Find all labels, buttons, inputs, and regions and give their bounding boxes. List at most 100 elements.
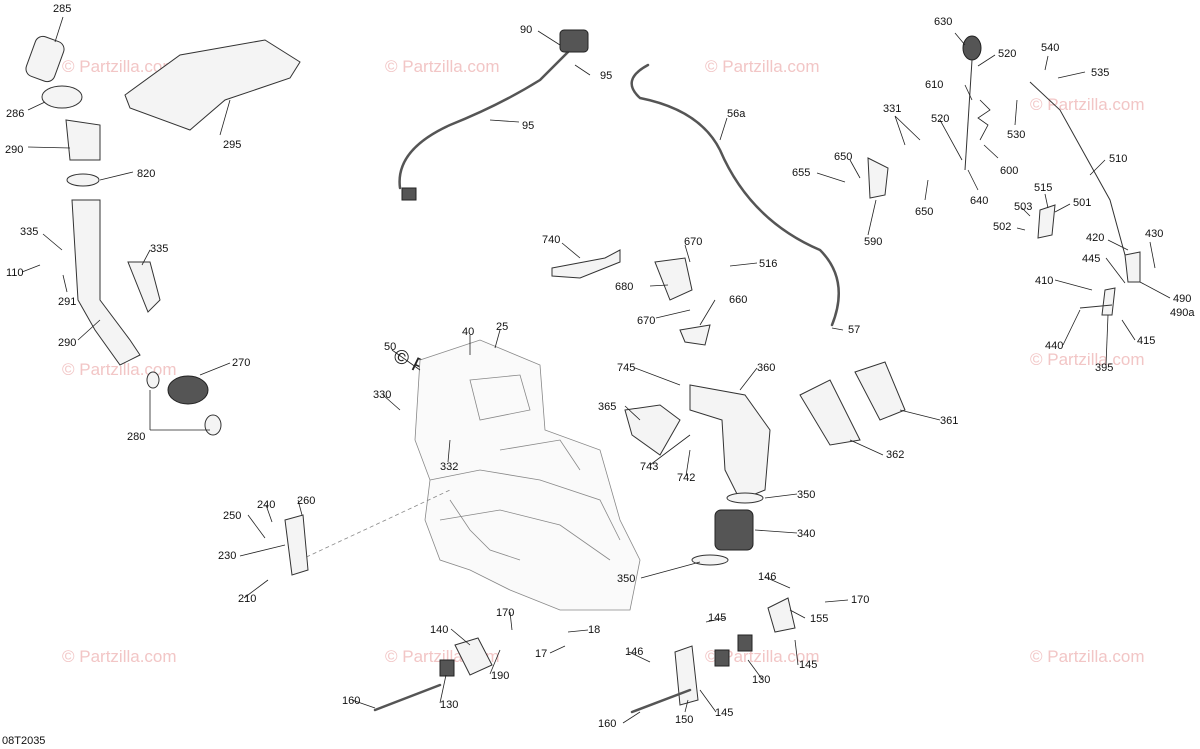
part-420 bbox=[1124, 251, 1141, 283]
callout: 330 bbox=[373, 389, 391, 401]
callout: 57 bbox=[848, 324, 860, 336]
bracket-155 bbox=[767, 597, 796, 633]
callout: 501 bbox=[1073, 197, 1091, 209]
callout: 56a bbox=[727, 108, 746, 120]
bolt-160a bbox=[373, 683, 442, 712]
duct-291 bbox=[127, 261, 161, 313]
callout: 130 bbox=[440, 699, 458, 711]
callout: 640 bbox=[970, 195, 988, 207]
callout: 490a bbox=[1170, 307, 1195, 319]
callout: 95 bbox=[600, 70, 612, 82]
callout: 650 bbox=[834, 151, 852, 163]
callout: 155 bbox=[810, 613, 828, 625]
shield-362 bbox=[799, 379, 861, 446]
callout: 445 bbox=[1082, 253, 1100, 265]
callout: 240 bbox=[257, 499, 275, 511]
callout: 140 bbox=[430, 624, 448, 636]
callout: 415 bbox=[1137, 335, 1155, 347]
callout: 160 bbox=[342, 695, 360, 707]
callout: 250 bbox=[223, 510, 241, 522]
leader-lines bbox=[21, 16, 1171, 724]
bracket-740 bbox=[551, 249, 621, 279]
actuator-680 bbox=[654, 257, 693, 301]
callout: 230 bbox=[218, 550, 236, 562]
callout: 365 bbox=[598, 401, 616, 413]
callout: 610 bbox=[925, 79, 943, 91]
engine-block bbox=[299, 339, 641, 611]
clamp-350a bbox=[726, 492, 764, 504]
callout: 745 bbox=[617, 362, 635, 374]
pin-440 bbox=[1079, 304, 1113, 309]
callout: 335 bbox=[150, 243, 168, 255]
callout: 270 bbox=[232, 357, 250, 369]
callout: 590 bbox=[864, 236, 882, 248]
callout: 331 bbox=[883, 103, 901, 115]
callout: 360 bbox=[757, 362, 775, 374]
cover-660 bbox=[679, 324, 711, 346]
clamp-280a bbox=[146, 371, 160, 389]
callout: 285 bbox=[53, 3, 71, 15]
callout: 146 bbox=[625, 646, 643, 658]
rod-610 bbox=[964, 59, 973, 171]
connector-90 bbox=[559, 29, 589, 53]
watermark: © Partzilla.com bbox=[385, 57, 500, 76]
callout: 280 bbox=[127, 431, 145, 443]
knob-630 bbox=[962, 35, 982, 61]
callout: 743 bbox=[640, 461, 658, 473]
watermark: © Partzilla.com bbox=[1030, 350, 1145, 369]
watermark: © Partzilla.com bbox=[1030, 647, 1145, 666]
callout: 520 bbox=[931, 113, 949, 125]
connector-end bbox=[401, 187, 417, 201]
callout: 170 bbox=[496, 607, 514, 619]
callout: 490 bbox=[1173, 293, 1191, 305]
callout: 742 bbox=[677, 472, 695, 484]
plate-295 bbox=[124, 39, 301, 131]
bushing-130b bbox=[714, 649, 730, 667]
callout: 18 bbox=[588, 624, 600, 636]
parts-layer bbox=[25, 29, 1141, 714]
part-395 bbox=[1101, 287, 1116, 316]
watermark: © Partzilla.com bbox=[62, 647, 177, 666]
callout: 515 bbox=[1034, 182, 1052, 194]
watermark: © Partzilla.com bbox=[705, 57, 820, 76]
bracket-140 bbox=[454, 637, 493, 676]
intake-360 bbox=[689, 384, 771, 501]
callout: 95 bbox=[522, 120, 534, 132]
boot-290 bbox=[65, 119, 101, 161]
callout: 130 bbox=[752, 674, 770, 686]
callout: 670 bbox=[684, 236, 702, 248]
rod-510 bbox=[1029, 81, 1126, 256]
callout: 440 bbox=[1045, 340, 1063, 352]
shield-361 bbox=[854, 361, 906, 421]
callout: 430 bbox=[1145, 228, 1163, 240]
clamp-286 bbox=[41, 85, 83, 109]
callout: 110 bbox=[6, 267, 24, 279]
callout: 650 bbox=[915, 206, 933, 218]
callout: 290 bbox=[58, 337, 76, 349]
watermark: © Partzilla.com bbox=[62, 57, 177, 76]
cover-285 bbox=[25, 35, 65, 83]
watermark: © Partzilla.com bbox=[62, 360, 177, 379]
callout: 332 bbox=[440, 461, 458, 473]
callout: 420 bbox=[1086, 232, 1104, 244]
callout: 410 bbox=[1035, 275, 1053, 287]
callout: 530 bbox=[1007, 129, 1025, 141]
bracket-515 bbox=[1037, 204, 1056, 239]
callout: 535 bbox=[1091, 67, 1109, 79]
callout: 600 bbox=[1000, 165, 1018, 177]
bracket-150 bbox=[674, 645, 699, 706]
callout: 25 bbox=[496, 321, 508, 333]
callout: 520 bbox=[998, 48, 1016, 60]
bushing-130a bbox=[439, 659, 455, 677]
cable-56a bbox=[630, 63, 840, 327]
callout: 190 bbox=[491, 670, 509, 682]
callout: 820 bbox=[137, 168, 155, 180]
callout: 286 bbox=[6, 108, 24, 120]
callout: 350 bbox=[797, 489, 815, 501]
manifold-365 bbox=[624, 404, 681, 456]
callouts: 285 286 290 820 295 335 110 291 335 290 … bbox=[5, 3, 1195, 730]
callout: 290 bbox=[5, 144, 23, 156]
callout: 145 bbox=[715, 707, 733, 719]
callout: 160 bbox=[598, 718, 616, 730]
